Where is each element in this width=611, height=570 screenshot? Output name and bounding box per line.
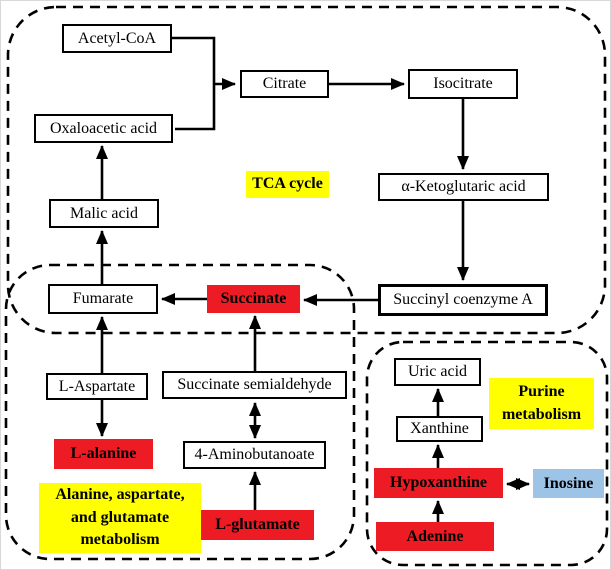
connector-acetylcoa-oxaloacetate-junction xyxy=(172,36,216,131)
node-oxaloacetic-acid: Oxaloacetic acid xyxy=(34,114,173,143)
node-uric-acid: Uric acid xyxy=(394,358,481,386)
node-malic-acid: Malic acid xyxy=(49,199,159,228)
label-alanine-aspartate-glutamate-metabolism: Alanine, aspartate, and glutamate metabo… xyxy=(39,483,201,553)
region-alanine-aspartate-glutamate-metabolism xyxy=(4,263,356,561)
node-fumarate: Fumarate xyxy=(48,284,158,314)
node-l-alanine: L-alanine xyxy=(54,439,153,469)
node-l-aspartate: L-Aspartate xyxy=(46,373,148,400)
node-succinate-semialdehyde: Succinate semialdehyde xyxy=(162,371,347,399)
node-citrate: Citrate xyxy=(240,70,329,98)
node-inosine: Inosine xyxy=(533,469,604,498)
label-tca-cycle: TCA cycle xyxy=(246,171,329,198)
node-4-aminobutanoate: 4-Aminobutanoate xyxy=(183,441,326,469)
label-purine-metabolism: Purine metabolism xyxy=(489,378,594,429)
node-succinate: Succinate xyxy=(207,285,300,313)
node-xanthine: Xanthine xyxy=(396,416,483,442)
node-l-glutamate: L-glutamate xyxy=(201,510,314,540)
node-acetyl-coa: Acetyl-CoA xyxy=(62,24,172,53)
node-isocitrate: Isocitrate xyxy=(408,69,518,99)
node-hypoxanthine: Hypoxanthine xyxy=(374,468,503,498)
node-succinyl-coenzyme-a: Succinyl coenzyme A xyxy=(378,284,548,316)
node-adenine: Adenine xyxy=(376,522,494,551)
node-alpha-ketoglutaric-acid: α-Ketoglutaric acid xyxy=(378,173,549,201)
region-purine-metabolism xyxy=(365,340,609,567)
region-tca-cycle xyxy=(6,5,607,335)
